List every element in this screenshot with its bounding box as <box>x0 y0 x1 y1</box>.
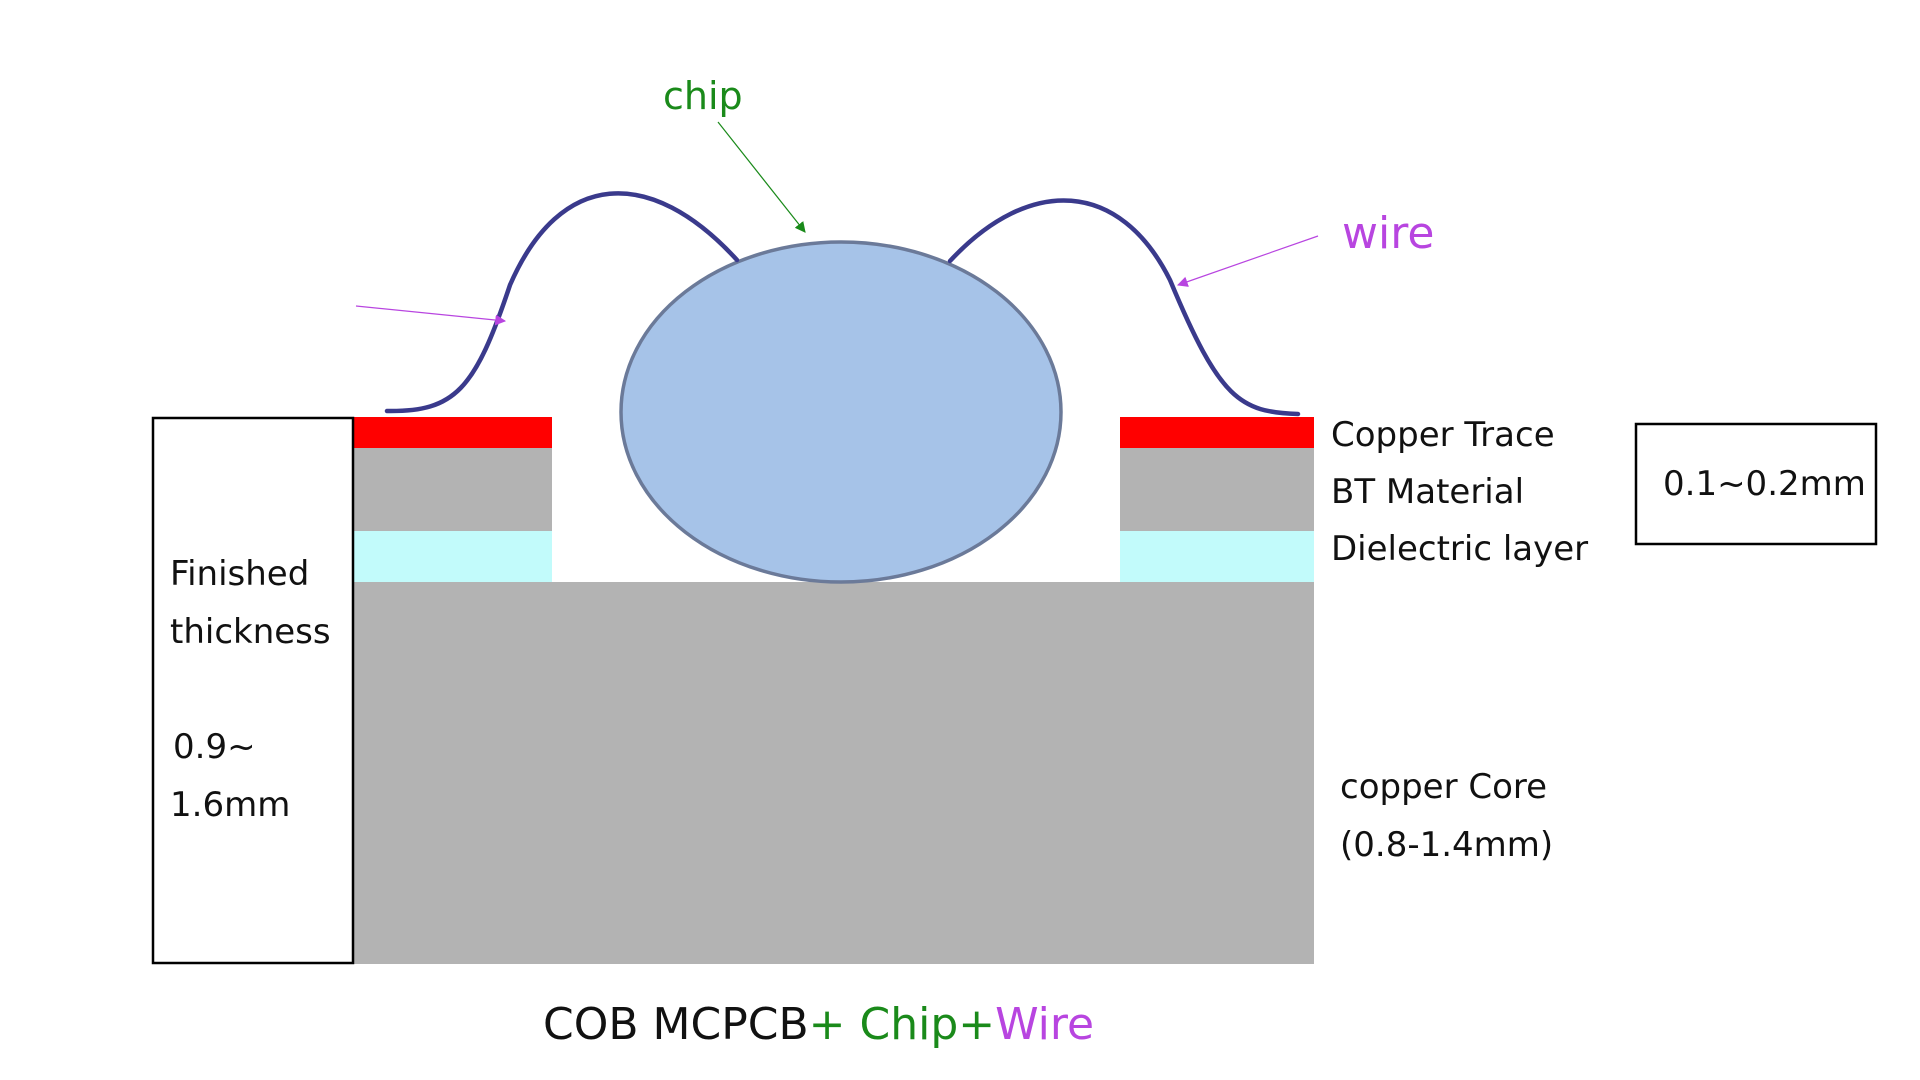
finished-thickness-label-line2: thickness <box>170 612 331 652</box>
dielectric-layer-left <box>354 531 552 582</box>
copper-trace-right <box>1120 417 1314 448</box>
wire-label: wire <box>1342 208 1434 259</box>
chip-pointer-arrow <box>717 121 806 233</box>
dielectric-layer-label: Dielectric layer <box>1331 529 1588 569</box>
bt-material-right <box>1120 448 1314 531</box>
bt-material-left <box>354 448 552 531</box>
wire-pointer-arrow-right <box>1176 235 1319 287</box>
layer-thickness-box <box>1634 422 1878 546</box>
copper-core-layer <box>354 582 1314 964</box>
finished-thickness-value-line1: 0.9~ <box>173 727 256 767</box>
diagram-caption: COB MCPCB+ Chip+Wire <box>543 999 1094 1050</box>
bt-material-label: BT Material <box>1331 472 1524 512</box>
caption-part-chip: + Chip+ <box>809 999 995 1050</box>
layer-thickness-value: 0.1~0.2mm <box>1663 464 1866 504</box>
copper-trace-label: Copper Trace <box>1331 415 1555 455</box>
chip-label: chip <box>663 74 743 118</box>
copper-core-label-line1: copper Core <box>1340 767 1547 807</box>
bond-wire-left <box>384 191 740 414</box>
copper-trace-left <box>354 417 552 448</box>
caption-part-wire: Wire <box>995 999 1094 1050</box>
chip-die <box>619 240 1063 584</box>
caption-part-board: COB MCPCB <box>543 999 809 1050</box>
finished-thickness-label-line1: Finished <box>170 554 309 594</box>
bond-wire-right <box>947 198 1301 417</box>
finished-thickness-value-line2: 1.6mm <box>170 785 290 825</box>
dielectric-layer-right <box>1120 531 1314 582</box>
wire-pointer-arrow-left <box>355 305 507 326</box>
finished-thickness-box <box>151 416 355 965</box>
copper-core-label-line2: (0.8-1.4mm) <box>1340 825 1553 865</box>
